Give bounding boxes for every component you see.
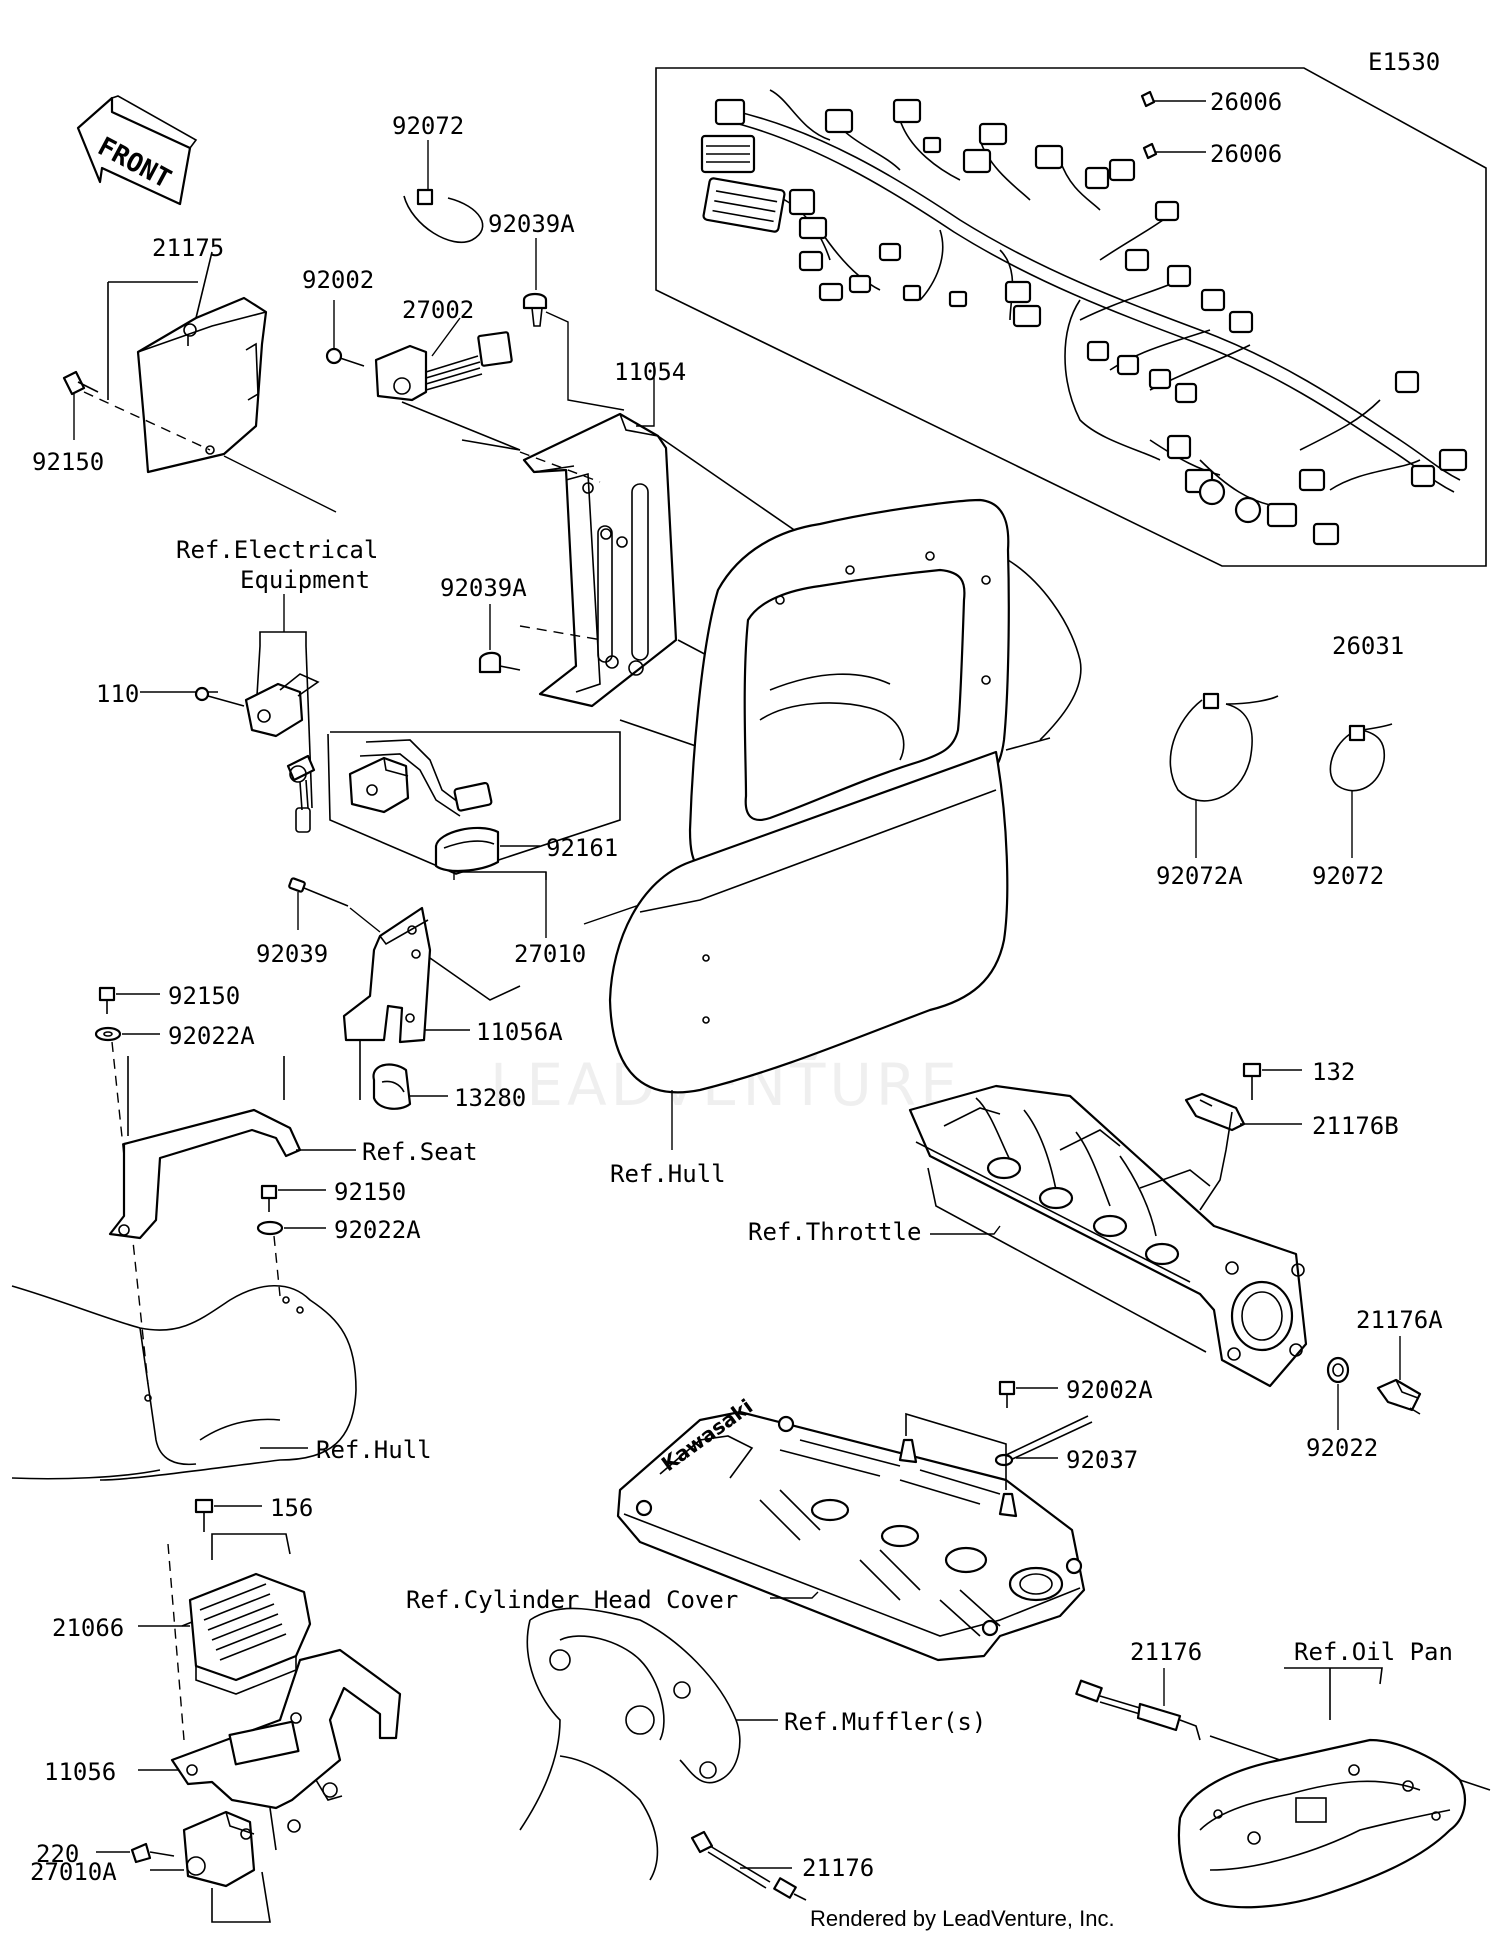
label-92161[interactable]: 92161: [546, 834, 618, 862]
bolt-92150-washer-92022A-lower: [256, 1184, 326, 1297]
label-11056A[interactable]: 11056A: [476, 1018, 563, 1046]
label-110[interactable]: 110: [96, 680, 139, 708]
label-21176A[interactable]: 21176A: [1356, 1306, 1443, 1334]
sensor-21176-right: [1075, 1668, 1281, 1761]
part-labels: E1530 26006 26006 92072 92039A 21175 920…: [30, 48, 1453, 1886]
screw-92039A-top: [522, 238, 625, 411]
label-21066[interactable]: 21066: [52, 1614, 124, 1642]
label-92072[interactable]: 92072: [392, 112, 464, 140]
label-220[interactable]: 220: [36, 1840, 79, 1868]
bracket-11056: [138, 1648, 402, 1851]
label-26031[interactable]: 26031: [1332, 632, 1404, 660]
cylinder-head-cover: Kawasaki: [616, 1394, 1086, 1662]
bracket-11056A: [342, 906, 521, 1044]
band-92072-right: [1329, 723, 1393, 858]
label-92022A[interactable]: 92022A: [334, 1216, 421, 1244]
label-21176[interactable]: 21176: [802, 1854, 874, 1882]
sensor-27010A: [150, 1810, 271, 1923]
screw-92039A-mid: [478, 604, 521, 674]
label-21176B[interactable]: 21176B: [1312, 1112, 1399, 1140]
clip-26006-bottom: [1142, 142, 1206, 160]
label-92002A[interactable]: 92002A: [1066, 1376, 1153, 1404]
hull-frame: [608, 498, 1082, 1150]
label-21176[interactable]: 21176: [1130, 1638, 1202, 1666]
bolt-92002A: [998, 1380, 1058, 1408]
washer-92022: [1326, 1356, 1350, 1430]
main-harness-26031: [655, 67, 1487, 567]
diagram-code: E1530: [1368, 48, 1440, 76]
label-132[interactable]: 132: [1312, 1058, 1355, 1086]
label-ref-hull[interactable]: Ref.Hull: [610, 1160, 726, 1188]
label-92037[interactable]: 92037: [1066, 1446, 1138, 1474]
label-ref-electrical[interactable]: Ref.Electrical: [176, 536, 378, 564]
label-92072[interactable]: 92072: [1312, 862, 1384, 890]
front-arrow-icon: FRONT: [76, 95, 198, 206]
band-92072-top: [403, 140, 484, 244]
sensor-27002: [374, 317, 521, 451]
label-ref-throttle[interactable]: Ref.Throttle: [748, 1218, 921, 1246]
label-26006[interactable]: 26006: [1210, 88, 1282, 116]
bolt-156: [167, 1498, 262, 1741]
label-92022[interactable]: 92022: [1306, 1434, 1378, 1462]
label-11054[interactable]: 11054: [614, 358, 686, 386]
label-27010A[interactable]: 27010A: [30, 1858, 117, 1886]
label-92022A[interactable]: 92022A: [168, 1022, 255, 1050]
label-ref-electrical-2[interactable]: Equipment: [240, 566, 370, 594]
label-27010[interactable]: 27010: [514, 940, 586, 968]
screw-220: [96, 1842, 175, 1864]
credit-text: Rendered by LeadVenture, Inc.: [810, 1906, 1115, 1931]
label-ref-seat[interactable]: Ref.Seat: [362, 1138, 478, 1166]
label-92039A[interactable]: 92039A: [488, 210, 575, 238]
regulator-21066: [138, 1533, 312, 1695]
electrical-equipment-group: [140, 594, 677, 938]
sensor-21176B: [1184, 1092, 1302, 1211]
throttle-body: [908, 1084, 1308, 1388]
band-92072A: [1169, 692, 1279, 858]
label-92039A[interactable]: 92039A: [440, 574, 527, 602]
bolt-132: [1242, 1062, 1302, 1100]
clip-13280: [359, 1040, 448, 1110]
muffler: [519, 1607, 778, 1881]
label-92150[interactable]: 92150: [334, 1178, 406, 1206]
bolt-92150-left: [62, 370, 99, 440]
hull-section-left: [11, 1284, 357, 1481]
screw-92002: [325, 300, 365, 367]
label-21175[interactable]: 21175: [152, 234, 224, 262]
label-ref-hull[interactable]: Ref.Hull: [316, 1436, 432, 1464]
label-156[interactable]: 156: [270, 1494, 313, 1522]
label-11056[interactable]: 11056: [44, 1758, 116, 1786]
pin-92039: [288, 877, 381, 933]
label-92150[interactable]: 92150: [168, 982, 240, 1010]
label-27002[interactable]: 27002: [402, 296, 474, 324]
label-26006[interactable]: 26006: [1210, 140, 1282, 168]
sensor-21176-lower: [690, 1830, 807, 1901]
band-92037: [994, 1415, 1093, 1467]
label-92072A[interactable]: 92072A: [1156, 862, 1243, 890]
label-92039[interactable]: 92039: [256, 940, 328, 968]
clip-26006-top: [1140, 90, 1206, 108]
label-92150[interactable]: 92150: [32, 448, 104, 476]
oil-pan: [1177, 1667, 1491, 1909]
label-ref-mufflers[interactable]: Ref.Muffler(s): [784, 1708, 986, 1736]
seat-bracket: [108, 1056, 356, 1240]
label-ref-cylinder-head-cover[interactable]: Ref.Cylinder Head Cover: [406, 1586, 738, 1614]
sensor-21176A: [1376, 1336, 1422, 1415]
label-13280[interactable]: 13280: [454, 1084, 526, 1112]
label-92002[interactable]: 92002: [302, 266, 374, 294]
label-ref-oil-pan[interactable]: Ref.Oil Pan: [1294, 1638, 1453, 1666]
ecu-module-21175: [83, 251, 337, 513]
